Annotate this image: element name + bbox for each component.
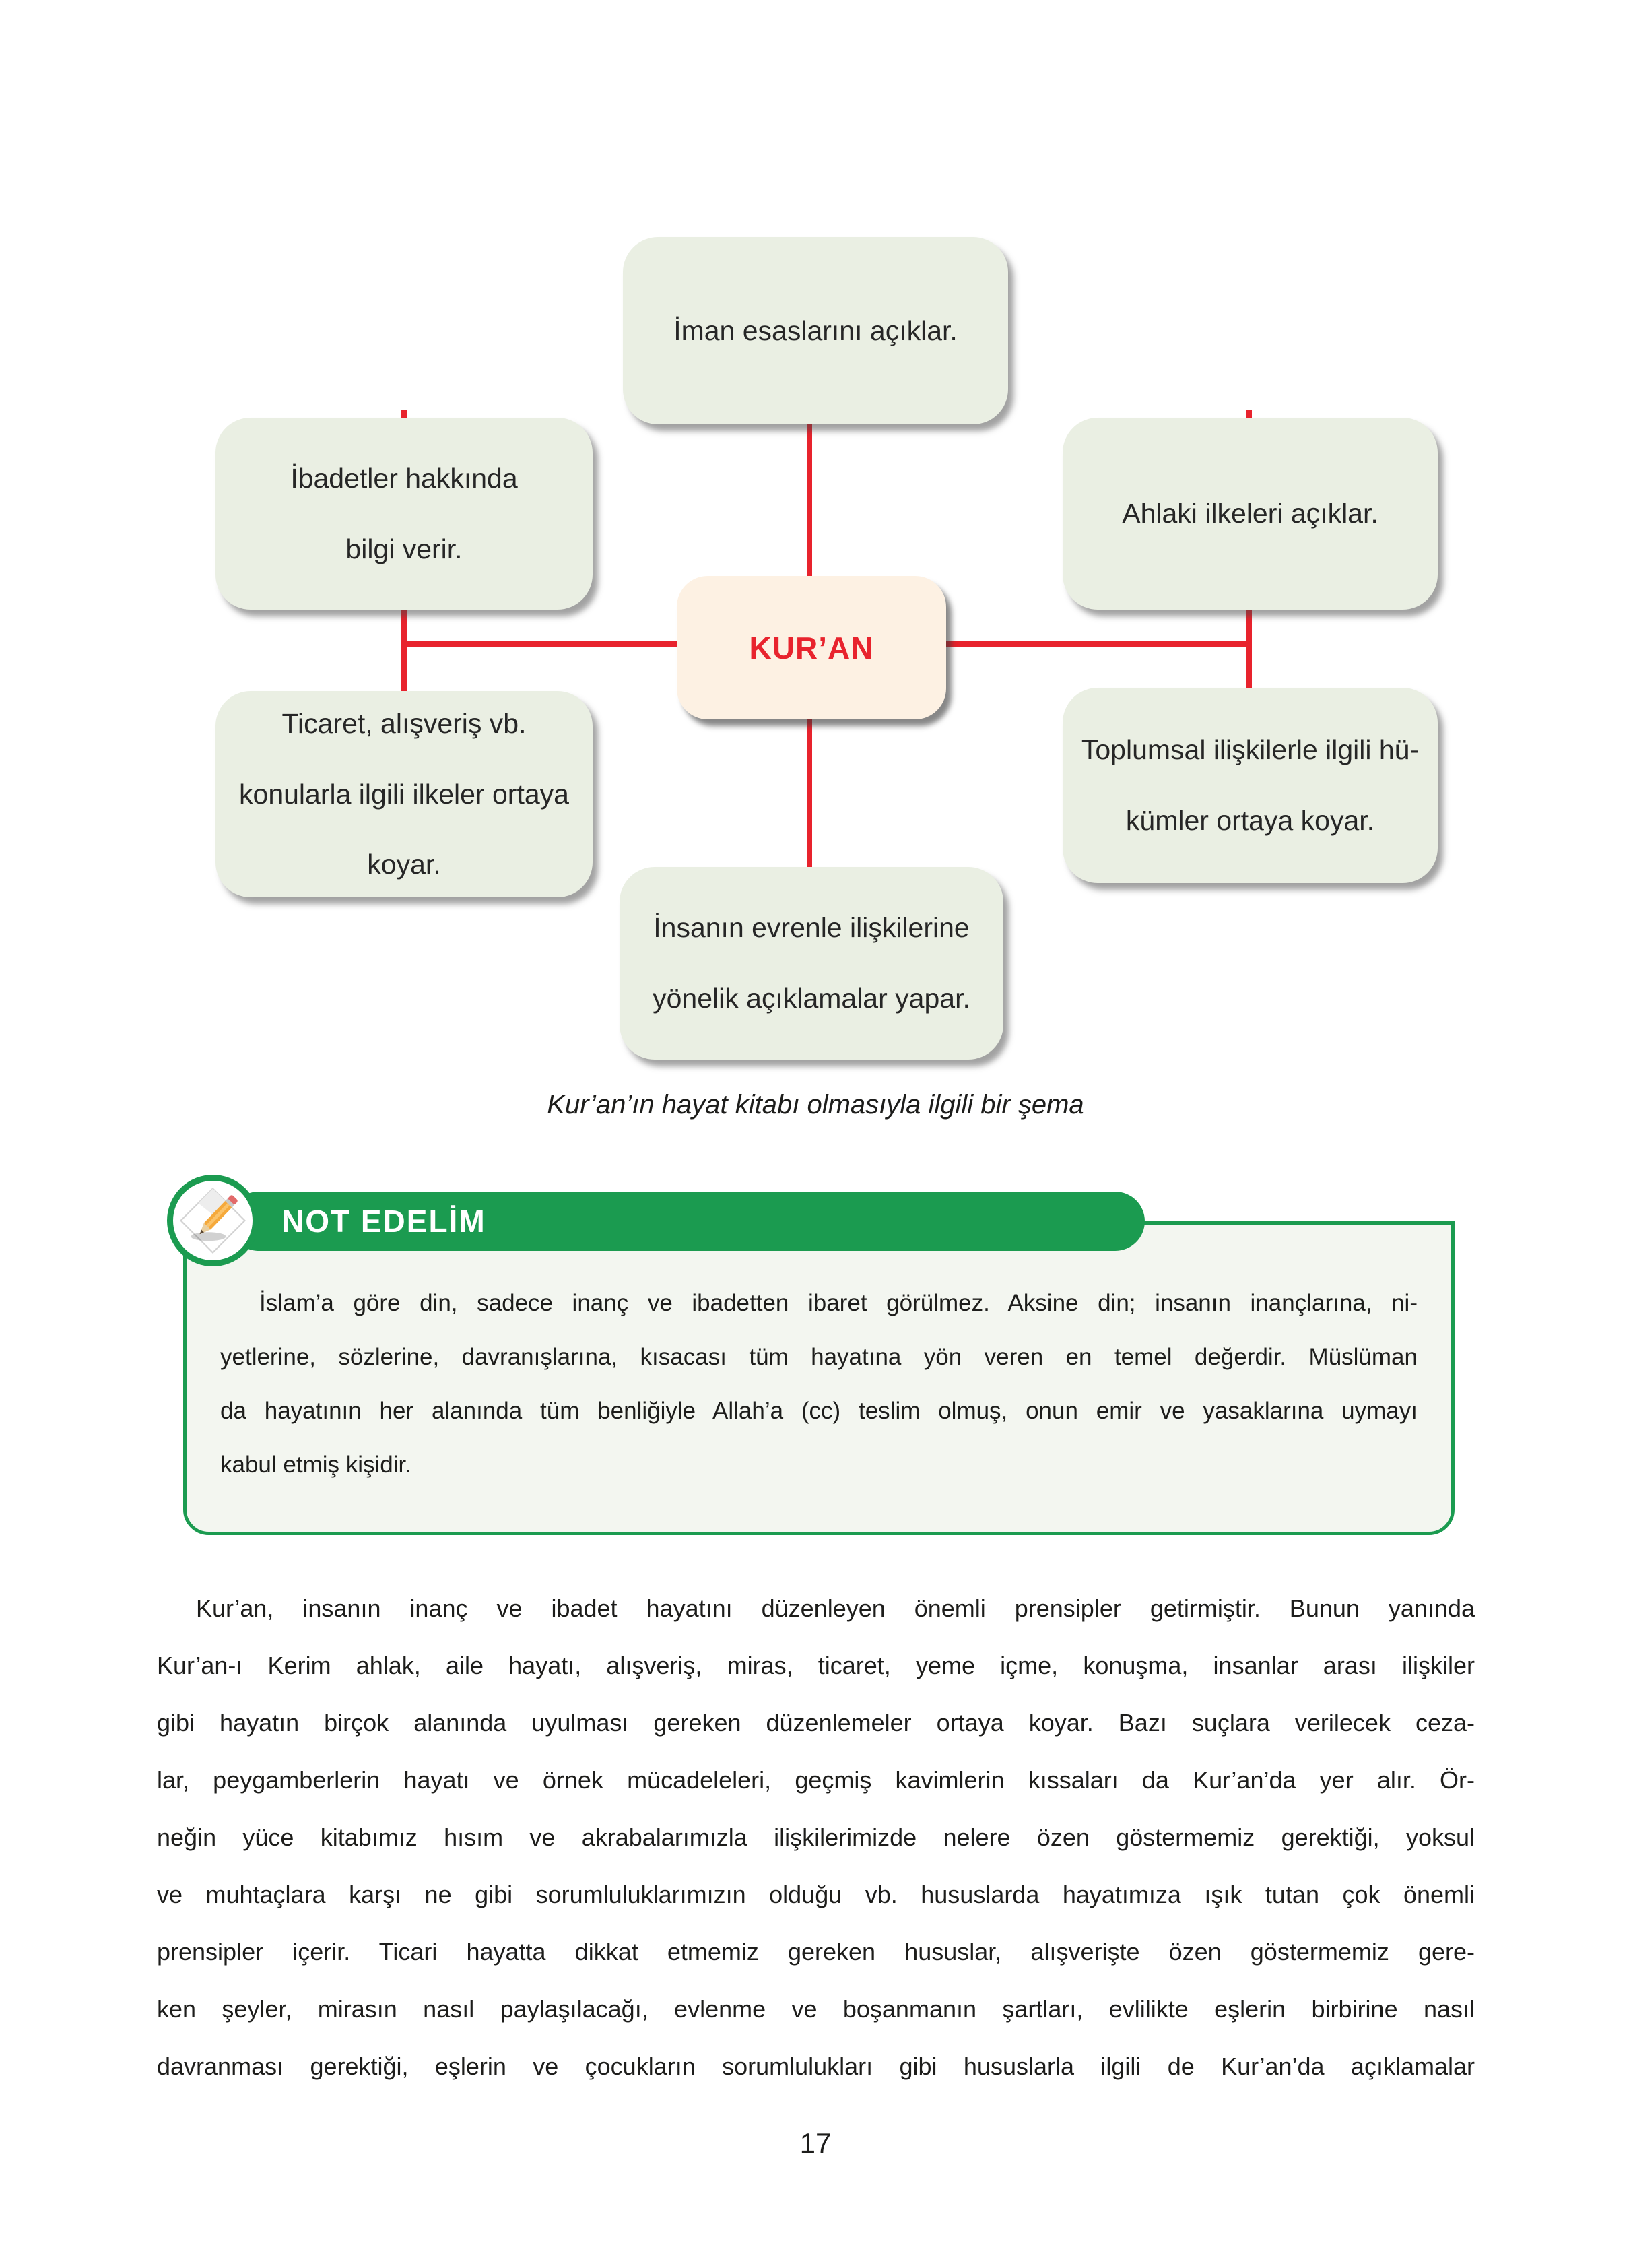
note-header-label: NOT EDELİM xyxy=(281,1204,486,1239)
body-line: prensipler içerir. Ticari hayatta dikkat… xyxy=(157,1938,1475,1966)
body-line: lar, peygamberlerin hayatı ve örnek müca… xyxy=(157,1766,1475,1794)
diagram-node-label: Toplumsal ilişkilerle ilgili hü- kümler … xyxy=(1081,734,1420,836)
diagram-node-label: İman esaslarını açıklar. xyxy=(673,315,958,346)
pencil-and-paper-icon xyxy=(179,1187,246,1254)
body-line: ken şeyler, mirasın nasıl paylaşılacağı,… xyxy=(157,1995,1475,2023)
note-line: da hayatının her alanında tüm benliğiyle… xyxy=(220,1398,1418,1424)
diagram-node-ahlaki: Ahlaki ilkeleri açıklar. xyxy=(1063,418,1438,610)
body-line: Kur’an, insanın inanç ve ibadet hayatını… xyxy=(196,1594,1475,1622)
body-line: neğin yüce kitabımız hısım ve akrabaları… xyxy=(157,1823,1475,1851)
body-line: gibi hayatın birçok alanında uyulması ge… xyxy=(157,1709,1475,1737)
quran-concept-diagram: İman esaslarını açıklar. İbadetler hakkı… xyxy=(215,237,1438,1120)
note-text: İslam’a göre din, sadece inanç ve ibadet… xyxy=(220,1276,1418,1492)
body-line: Kur’an-ı Kerim ahlak, aile hayatı, alışv… xyxy=(157,1652,1475,1679)
note-badge xyxy=(167,1175,259,1266)
diagram-node-iman: İman esaslarını açıklar. xyxy=(623,237,1008,424)
diagram-node-insan: İnsanın evrenle ilişkilerine yönelik açı… xyxy=(620,867,1003,1060)
body-paragraph: Kur’an, insanın inanç ve ibadet hayatını… xyxy=(157,1580,1475,2095)
diagram-node-label: Ahlaki ilkeleri açıklar. xyxy=(1122,498,1378,529)
diagram-node-label: İnsanın evrenle ilişkilerine yönelik açı… xyxy=(653,912,970,1014)
diagram-node-label: Ticaret, alışveriş vb. konularla ilgili … xyxy=(239,708,569,880)
note-line: İslam’a göre din, sadece inanç ve ibadet… xyxy=(259,1290,1418,1316)
diagram-caption: Kur’an’ın hayat kitabı olmasıyla ilgili … xyxy=(547,1090,1084,1120)
note-header-banner: NOT EDELİM xyxy=(229,1192,1145,1251)
diagram-center-label: KUR’AN xyxy=(749,630,874,666)
diagram-node-ibadetler: İbadetler hakkında bilgi verir. xyxy=(215,418,593,610)
page-number: 17 xyxy=(799,2127,832,2159)
diagram-node-label: İbadetler hakkında bilgi verir. xyxy=(290,462,518,564)
diagram-node-toplumsal: Toplumsal ilişkilerle ilgili hü- kümler … xyxy=(1063,688,1438,883)
body-line: davranması gerektiği, eşlerin ve çocukla… xyxy=(157,2052,1475,2080)
body-line: ve muhtaçlara karşı ne gibi sorumlulukla… xyxy=(157,1881,1475,1908)
diagram-node-ticaret: Ticaret, alışveriş vb. konularla ilgili … xyxy=(215,691,593,897)
note-line: yetlerine, sözlerine, davranışlarına, kı… xyxy=(220,1344,1418,1370)
note-line: kabul etmiş kişidir. xyxy=(220,1452,411,1478)
diagram-node-kuran: KUR’AN xyxy=(677,576,946,719)
